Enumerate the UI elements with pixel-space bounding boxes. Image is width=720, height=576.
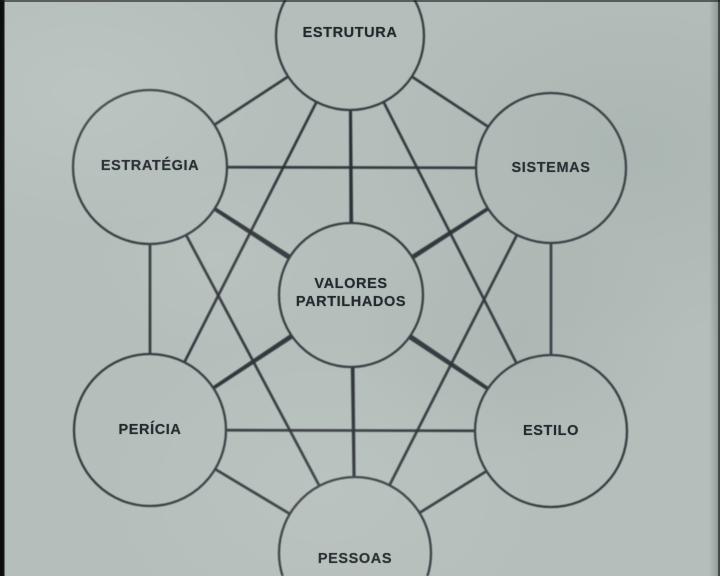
node-label-estrategia: ESTRATÉGIA: [100, 158, 200, 174]
node-circle-estilo: [473, 353, 629, 509]
node-circles: [71, 0, 629, 576]
node-label-pericia: PERÍCIA: [118, 422, 182, 438]
node-circle-pessoas: [277, 475, 433, 576]
node-label-estrutura: ESTRUTURA: [302, 25, 398, 41]
node-circle-sistemas: [474, 91, 628, 245]
node-circle-estrutura: [274, 0, 426, 112]
top-border-line: [0, 0, 720, 2]
node-label-sistemas: SISTEMAS: [511, 160, 591, 176]
node-circle-estrategia: [71, 88, 229, 246]
node-circle-pericia: [72, 352, 228, 508]
node-label-pessoas: PESSOAS: [317, 551, 393, 567]
node-label-estilo: ESTILO: [523, 423, 579, 439]
right-edge-shading: [709, 0, 718, 576]
node-label-valores-partilhados: VALORES PARTILHADOS: [295, 276, 407, 310]
left-black-border: [0, 0, 5, 576]
right-border-line: [718, 0, 720, 576]
node-circle-valores-partilhados: [277, 221, 425, 369]
